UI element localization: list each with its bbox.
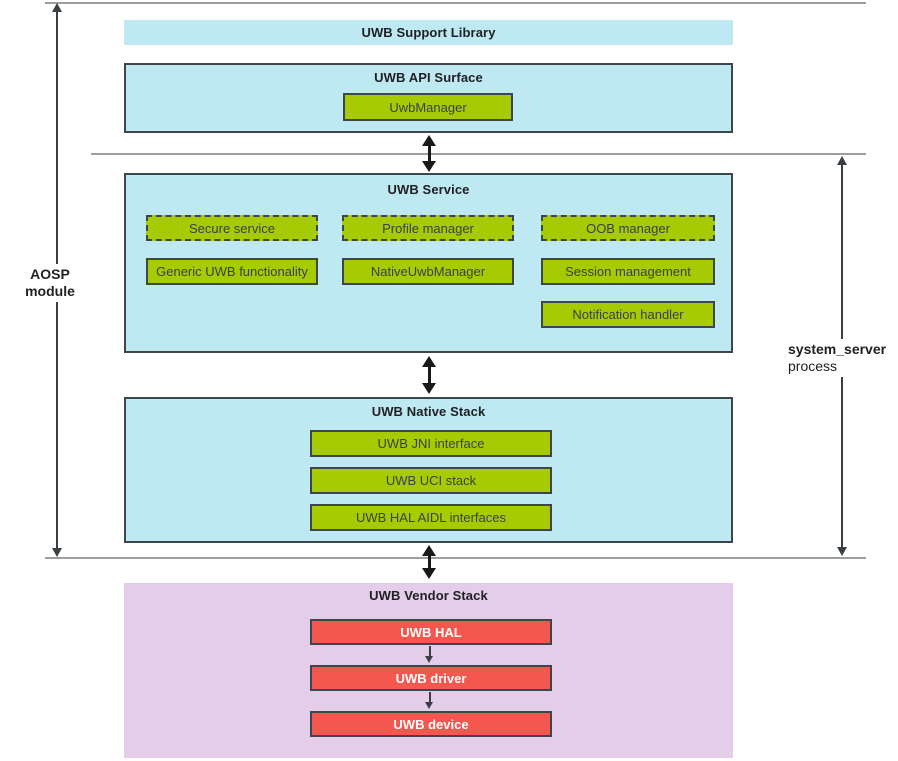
vendor-boundary-line — [45, 557, 866, 559]
down-arrow-icon — [425, 692, 434, 709]
top-boundary-line — [45, 2, 866, 4]
component-uwb-driver: UWB driver — [310, 665, 552, 691]
component-uwb-uci-stack: UWB UCI stack — [310, 467, 552, 494]
component-uwb-device: UWB device — [310, 711, 552, 737]
bidirectional-arrow-icon — [422, 545, 436, 579]
system-server-sub: process — [788, 358, 838, 374]
layer-uwb-api-surface: UWB API Surface UwbManager — [124, 63, 733, 133]
layer-title: UWB Native Stack — [371, 404, 486, 419]
layer-uwb-vendor-stack: UWB Vendor Stack UWB HAL UWB driver UWB … — [124, 583, 733, 758]
bidirectional-arrow-icon — [422, 135, 436, 172]
layer-title: UWB API Surface — [374, 70, 483, 85]
component-secure-service: Secure service — [146, 215, 318, 241]
bidirectional-arrow-icon — [422, 356, 436, 394]
component-uwb-hal: UWB HAL — [310, 619, 552, 645]
layer-uwb-native-stack: UWB Native Stack UWB JNI interface UWB U… — [124, 397, 733, 543]
aosp-module-label: AOSP module — [4, 264, 96, 302]
layer-uwb-support-library: UWB Support Library — [124, 20, 733, 45]
system-server-process-label: system_server process — [788, 339, 892, 377]
down-arrow-icon — [425, 646, 434, 663]
layer-title: UWB Support Library — [361, 25, 496, 40]
component-uwbmanager: UwbManager — [343, 93, 513, 121]
component-nativeuwbmanager: NativeUwbManager — [342, 258, 514, 285]
component-profile-manager: Profile manager — [342, 215, 514, 241]
component-generic-uwb-functionality: Generic UWB functionality — [146, 258, 318, 285]
layer-title: UWB Vendor Stack — [369, 588, 488, 603]
component-session-management: Session management — [541, 258, 715, 285]
system-server-top-boundary-line — [91, 153, 866, 155]
system-server-name: system_server — [788, 341, 887, 357]
component-uwb-jni-interface: UWB JNI interface — [310, 430, 552, 457]
layer-uwb-service: UWB Service Secure service Profile manag… — [124, 173, 733, 353]
layer-title: UWB Service — [387, 182, 470, 197]
component-notification-handler: Notification handler — [541, 301, 715, 328]
component-uwb-hal-aidl-interfaces: UWB HAL AIDL interfaces — [310, 504, 552, 531]
component-oob-manager: OOB manager — [541, 215, 715, 241]
